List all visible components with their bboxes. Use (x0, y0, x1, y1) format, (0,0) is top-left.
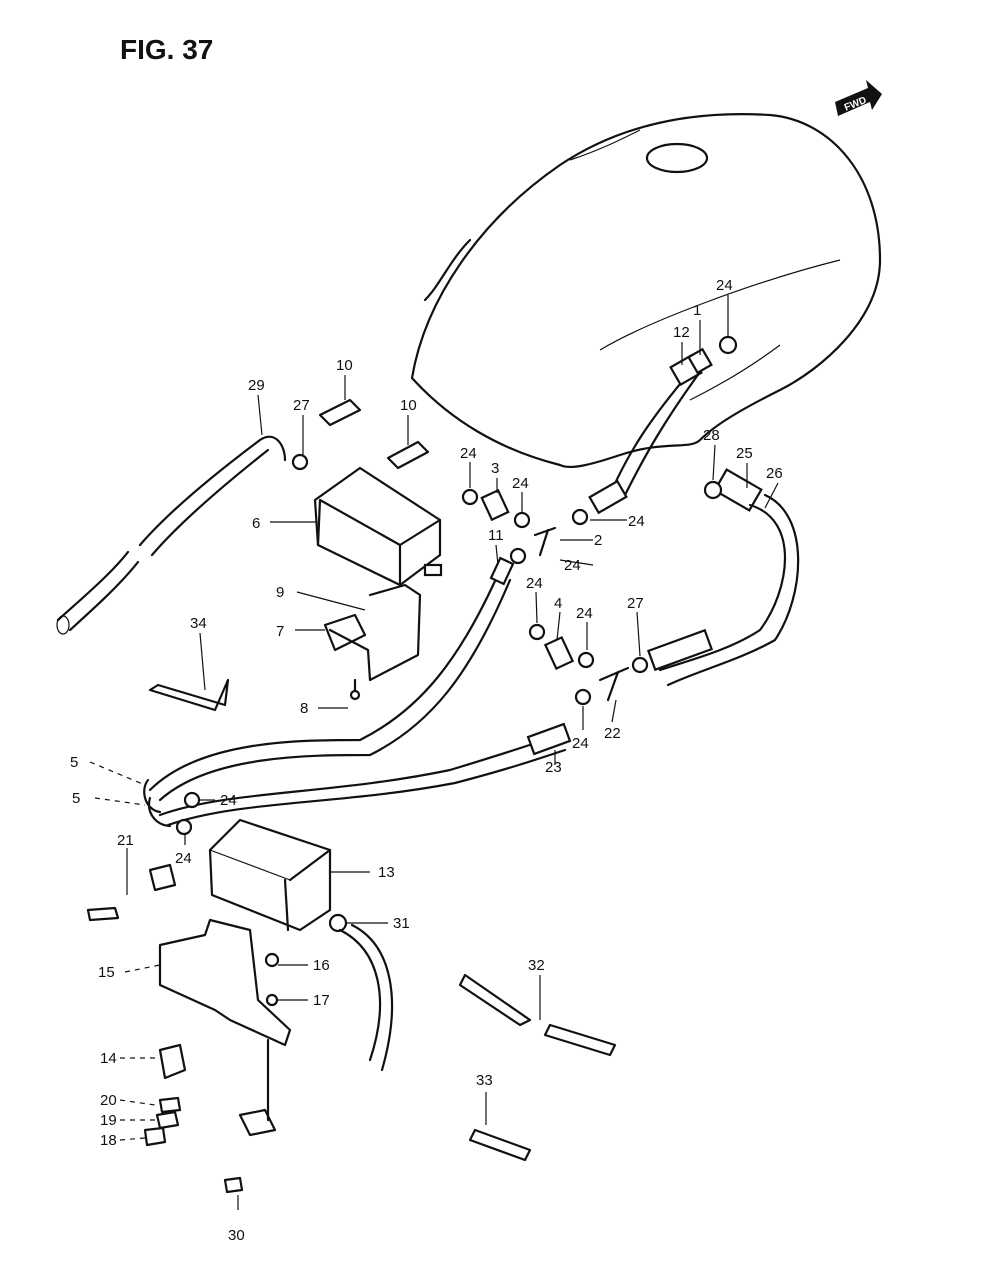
callout-24: 24 (175, 850, 192, 867)
callout-6: 6 (252, 515, 260, 532)
rubber-pads-10 (318, 398, 430, 470)
callout-24: 24 (576, 605, 593, 622)
callout-9: 9 (276, 584, 284, 601)
callout-26: 26 (766, 465, 783, 482)
callout-5: 5 (72, 790, 80, 807)
callout-32: 32 (528, 957, 545, 974)
callout-labels: 1 12 24 29 27 10 10 6 9 7 8 34 24 3 24 2… (70, 277, 783, 1244)
hose-clamps (175, 335, 738, 933)
callout-27: 27 (293, 397, 310, 414)
callout-24: 24 (628, 513, 645, 530)
callout-12: 12 (673, 324, 690, 341)
figure-title: FIG. 37 (120, 34, 214, 65)
hose-31 (338, 923, 394, 1072)
callout-11: 11 (488, 527, 504, 544)
callout-18: 18 (100, 1132, 117, 1149)
callout-24: 24 (716, 277, 733, 294)
callout-10: 10 (336, 357, 353, 374)
canister-13 (208, 818, 332, 932)
callout-2: 2 (594, 532, 602, 549)
forward-arrow-icon: FWD (835, 80, 882, 116)
callout-15: 15 (98, 964, 115, 981)
callout-24: 24 (572, 735, 589, 752)
callout-27: 27 (627, 595, 644, 612)
bracket-15 (158, 918, 292, 1047)
canister-6 (313, 466, 443, 587)
callout-4: 4 (554, 595, 562, 612)
callout-24: 24 (220, 792, 237, 809)
hose-25-26 (646, 468, 800, 687)
callout-24: 24 (526, 575, 543, 592)
callout-28: 28 (703, 427, 720, 444)
callout-7: 7 (276, 623, 284, 640)
callout-8: 8 (300, 700, 308, 717)
callout-30: 30 (228, 1227, 245, 1244)
callout-20: 20 (100, 1092, 117, 1109)
tank-vent-hose (588, 347, 713, 515)
callout-23: 23 (545, 759, 562, 776)
tubes-and-joints (480, 488, 630, 702)
bracket-9 (323, 583, 422, 701)
leader-lines (89, 295, 779, 1210)
callout-21: 21 (117, 832, 134, 849)
hose-29 (56, 435, 309, 635)
callout-29: 29 (248, 377, 265, 394)
callout-34: 34 (190, 615, 207, 632)
callout-1: 1 (693, 302, 701, 319)
callout-24: 24 (564, 557, 581, 574)
callout-24: 24 (460, 445, 477, 462)
callout-19: 19 (100, 1112, 117, 1129)
callout-24: 24 (512, 475, 529, 492)
callout-25: 25 (736, 445, 753, 462)
callout-16: 16 (313, 957, 330, 974)
callout-5: 5 (70, 754, 78, 771)
part-34 (148, 678, 230, 712)
long-hoses-5 (143, 556, 572, 828)
callout-22: 22 (604, 725, 621, 742)
fuel-tank (410, 112, 882, 469)
callout-31: 31 (393, 915, 410, 932)
callout-3: 3 (491, 460, 499, 477)
callout-14: 14 (100, 1050, 117, 1067)
callout-13: 13 (378, 864, 395, 881)
callout-10: 10 (400, 397, 417, 414)
callout-17: 17 (313, 992, 330, 1009)
wire-parts-32-33 (458, 973, 617, 1162)
small-fasteners (86, 863, 277, 1194)
callout-33: 33 (476, 1072, 493, 1089)
